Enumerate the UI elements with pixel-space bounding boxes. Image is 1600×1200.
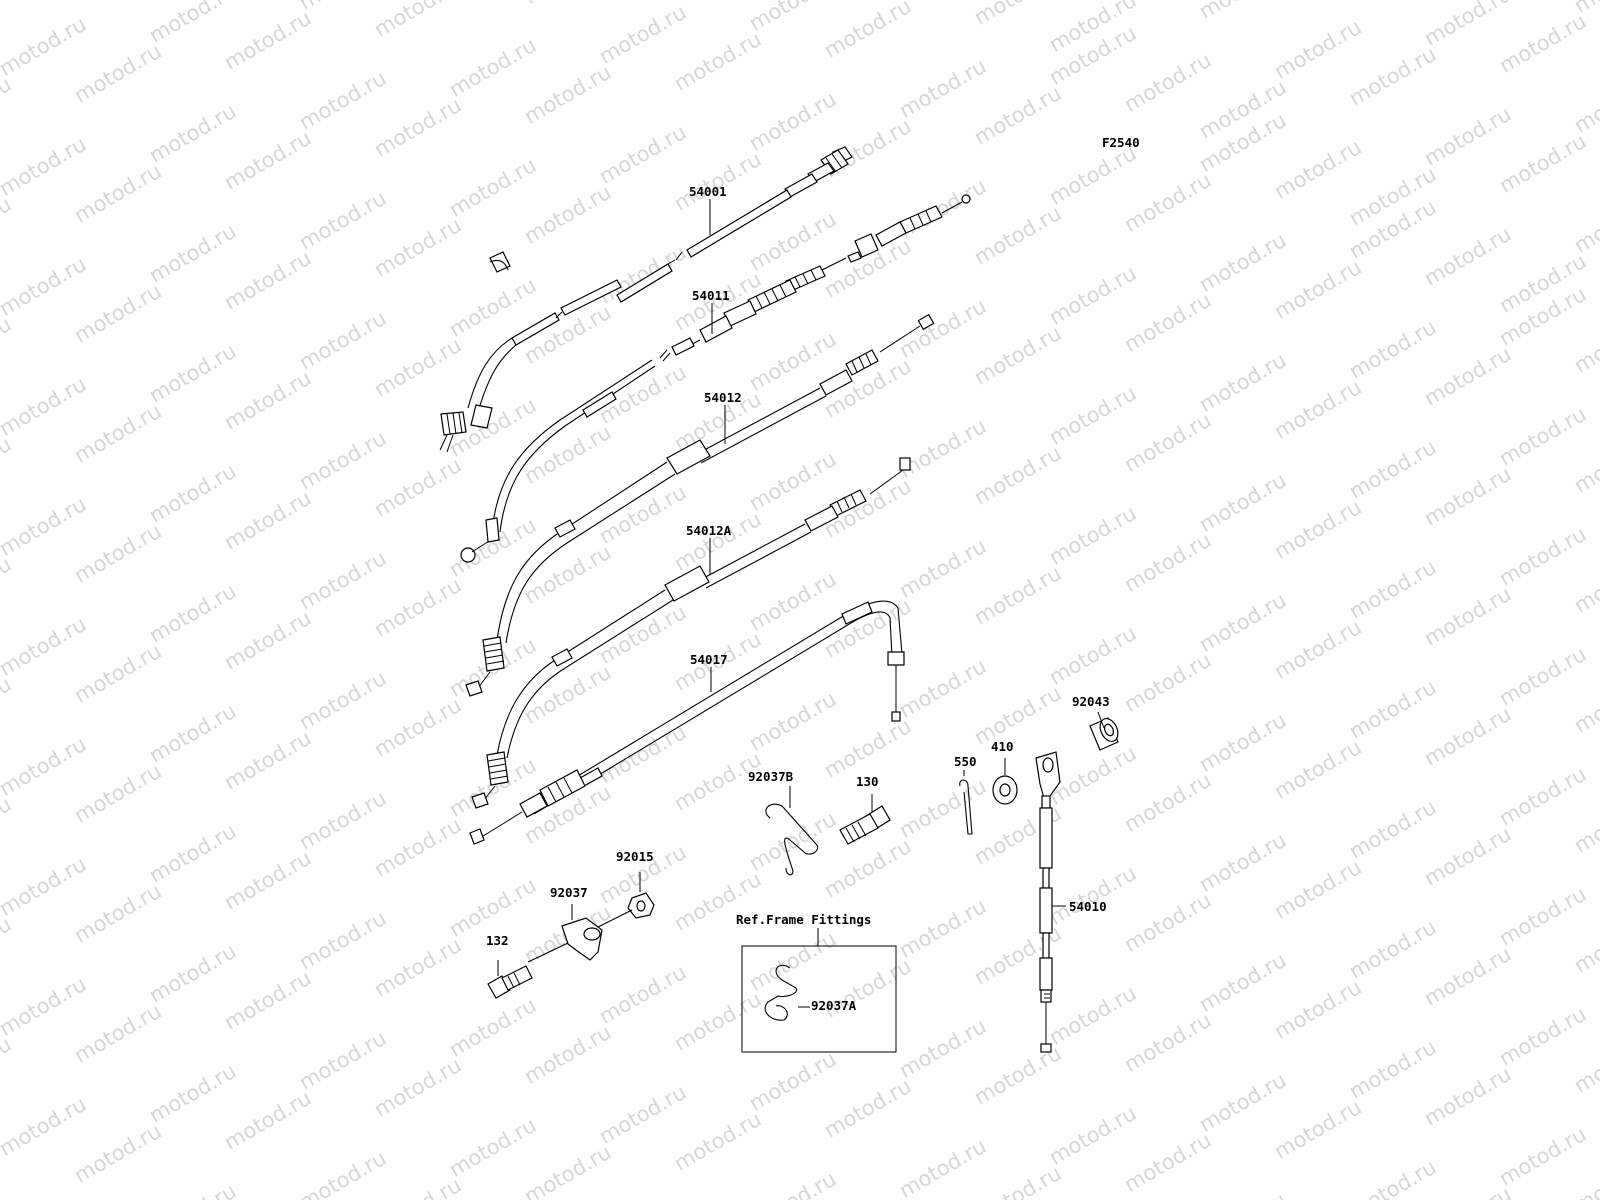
cable-54001-drawing [439,146,853,453]
diagram-code: F2540 [1102,135,1140,150]
label-92037A: 92037A [811,998,857,1013]
label-54001: 54001 [689,184,727,235]
svg-text:410: 410 [991,739,1014,754]
part-92037B-drawing [765,786,819,876]
cable-54017-drawing [469,600,905,845]
svg-text:54011: 54011 [692,288,730,303]
svg-text:54017: 54017 [690,652,728,667]
label-92015: 92015 [616,849,654,864]
svg-text:92037A: 92037A [811,998,857,1013]
part-550-drawing [959,770,973,835]
label-92043: 92043 [1072,694,1110,709]
svg-text:92043: 92043 [1072,694,1110,709]
part-92015-drawing [595,872,655,929]
part-92043-drawing [1089,711,1119,751]
part-410-drawing [992,758,1018,805]
label-54011: 54011 [692,288,730,334]
label-130: 130 [856,774,879,789]
svg-text:132: 132 [486,933,509,948]
cable-54012-drawing [465,313,935,697]
svg-text:54012A: 54012A [686,523,732,538]
label-132: 132 [486,933,509,948]
ref-box-title: Ref.Frame Fittings [736,912,871,927]
svg-text:54010: 54010 [1069,899,1107,914]
svg-text:54012: 54012 [704,390,742,405]
cable-54011-drawing [460,194,971,563]
svg-text:92037: 92037 [550,885,588,900]
label-550: 550 [954,754,977,769]
svg-text:92037B: 92037B [748,769,794,784]
svg-text:550: 550 [954,754,977,769]
label-54010: 54010 [1069,899,1107,914]
label-92037B: 92037B [748,769,794,784]
part-130-drawing [839,794,891,845]
part-92037-drawing [527,904,603,963]
svg-text:54001: 54001 [689,184,727,199]
part-132-drawing [487,960,533,999]
label-54012: 54012 [704,390,742,444]
label-54012A: 54012A [686,523,732,575]
cable-54010-drawing [1035,751,1066,1053]
label-410: 410 [991,739,1014,754]
label-54017: 54017 [690,652,728,692]
label-92037: 92037 [550,885,588,900]
ref-frame-box [741,928,897,1053]
svg-text:130: 130 [856,774,879,789]
cable-54012A-drawing [471,457,911,809]
svg-text:92015: 92015 [616,849,654,864]
